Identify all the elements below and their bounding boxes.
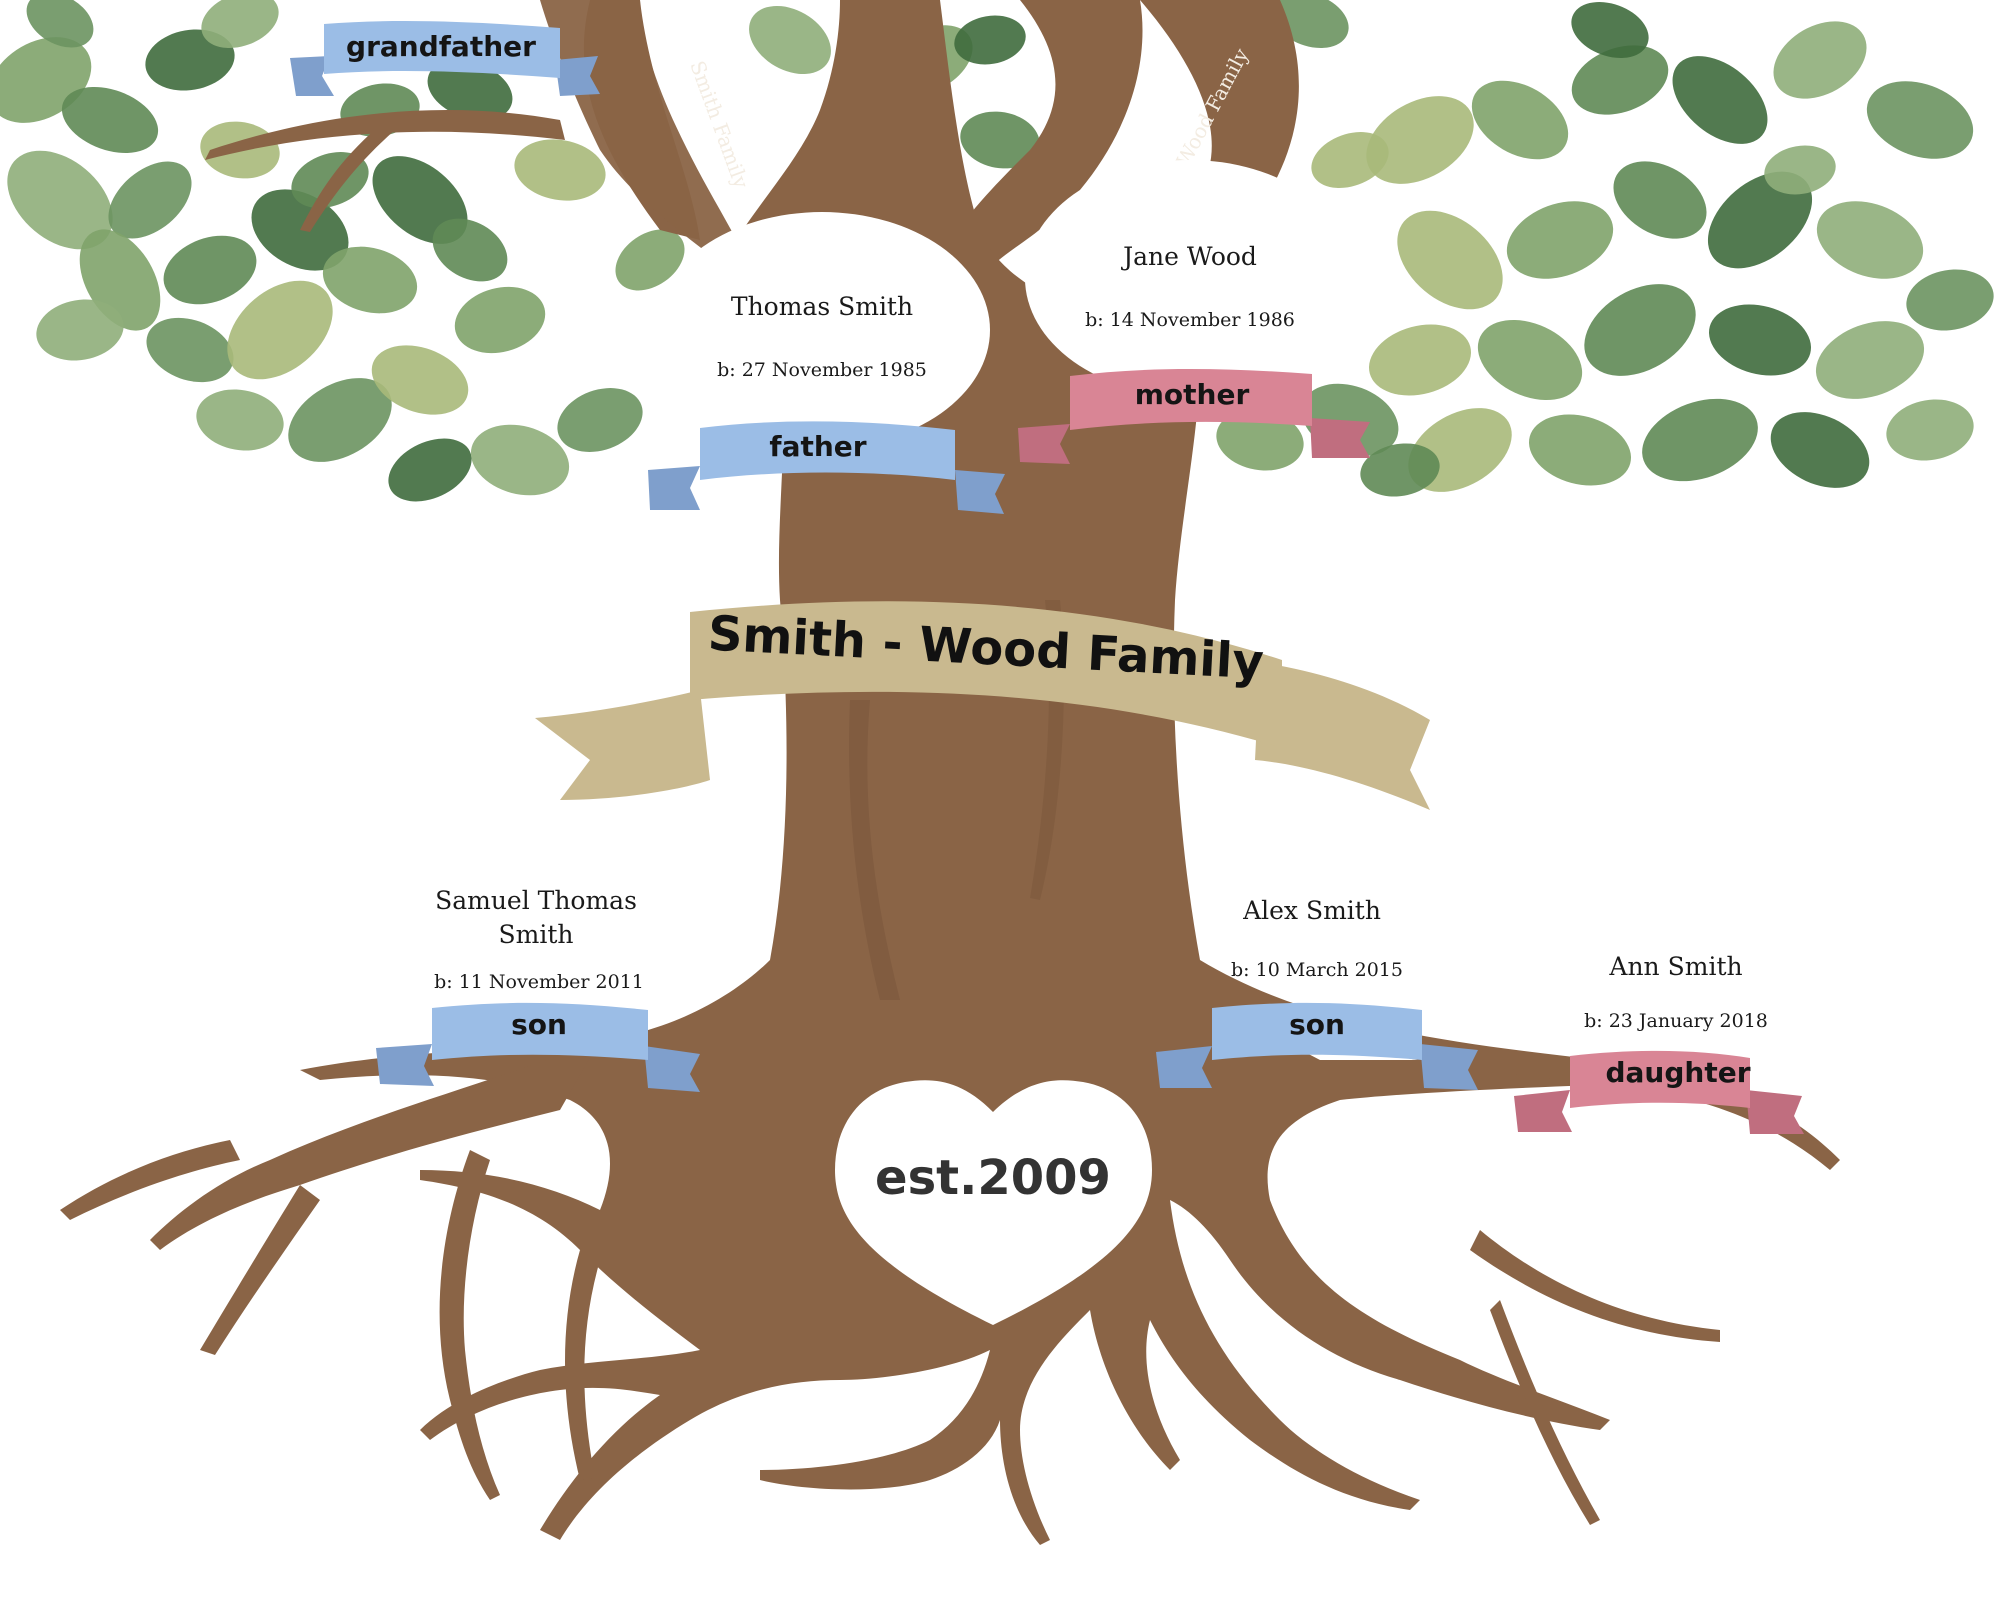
ribbon-father: father bbox=[648, 421, 1005, 514]
leaf bbox=[1866, 81, 1974, 159]
leaf bbox=[61, 87, 159, 153]
child-3-birth-date: b: 23 January 2018 bbox=[1584, 1010, 1768, 1032]
parent-card-mother: Jane Wood b: 14 November 1986 bbox=[1025, 160, 1355, 396]
child-card-samuel: Samuel Thomas Smith b: 11 November 2011 … bbox=[376, 886, 700, 1092]
leaf bbox=[1815, 321, 1925, 399]
leaf bbox=[454, 286, 546, 354]
leaf bbox=[557, 388, 643, 452]
father-birth-date: b: 27 November 1985 bbox=[717, 359, 927, 381]
parent-card-father: Thomas Smith b: 27 November 1985 bbox=[654, 212, 990, 448]
leaf bbox=[1816, 201, 1924, 279]
leaf bbox=[1360, 443, 1440, 497]
leaf bbox=[470, 424, 570, 496]
leaf bbox=[1506, 201, 1614, 279]
grandfather-label: grandfather bbox=[346, 30, 536, 63]
leaf bbox=[26, 0, 94, 48]
leaf bbox=[1571, 1, 1649, 59]
child-3-name: Ann Smith bbox=[1608, 952, 1742, 981]
leaf bbox=[514, 139, 606, 201]
leaf bbox=[196, 389, 284, 451]
leaf bbox=[960, 111, 1040, 169]
mother-birth-date: b: 14 November 1986 bbox=[1085, 309, 1295, 331]
ribbon-mother: mother bbox=[1018, 369, 1370, 464]
child-1-name-line-2: Smith bbox=[499, 920, 574, 949]
leaf bbox=[7, 150, 113, 250]
leaf bbox=[954, 15, 1026, 65]
child-1-birth-date: b: 11 November 2011 bbox=[434, 971, 644, 993]
leaf bbox=[1216, 409, 1304, 471]
leaf bbox=[1764, 145, 1836, 195]
leaf bbox=[1773, 21, 1867, 99]
leaf bbox=[163, 235, 257, 305]
mother-name: Jane Wood bbox=[1120, 242, 1257, 271]
leaf bbox=[1529, 414, 1631, 486]
leaf bbox=[145, 29, 235, 91]
child-1-role-label: son bbox=[511, 1008, 567, 1041]
leaf bbox=[1707, 171, 1813, 269]
leaf bbox=[1397, 210, 1503, 310]
leaf bbox=[288, 378, 392, 462]
child-2-birth-date: b: 10 March 2015 bbox=[1231, 959, 1403, 981]
leaf bbox=[372, 156, 468, 244]
child-card-alex: Alex Smith b: 10 March 2015 son bbox=[1156, 896, 1478, 1090]
leaf bbox=[615, 229, 685, 291]
leaf bbox=[371, 345, 469, 415]
mother-role-label: mother bbox=[1135, 378, 1250, 411]
leaf bbox=[1571, 45, 1669, 115]
leaf bbox=[108, 161, 192, 239]
leaf bbox=[146, 317, 234, 383]
child-2-role-label: son bbox=[1289, 1008, 1345, 1041]
leaf bbox=[427, 59, 513, 121]
leaf bbox=[1477, 319, 1583, 401]
leaf bbox=[1471, 80, 1569, 160]
leaf bbox=[1584, 284, 1696, 376]
leaf bbox=[1642, 398, 1758, 482]
leaf bbox=[1369, 324, 1471, 396]
leaf-canopy bbox=[0, 0, 1994, 502]
leaf bbox=[227, 280, 333, 380]
leaf bbox=[1709, 304, 1811, 376]
leaf bbox=[749, 5, 831, 75]
family-title-ribbon: Smith - Wood Family bbox=[535, 601, 1430, 810]
leaf bbox=[1770, 412, 1870, 488]
father-role-label: father bbox=[769, 430, 866, 463]
leaf bbox=[1613, 161, 1707, 239]
father-name: Thomas Smith bbox=[731, 292, 913, 321]
leaf bbox=[388, 438, 472, 502]
leaf bbox=[36, 299, 124, 361]
child-card-ann: Ann Smith b: 23 January 2018 daughter bbox=[1514, 952, 1804, 1134]
leaf bbox=[1311, 131, 1389, 189]
established-heart: est.2009 bbox=[835, 1080, 1152, 1325]
leaf bbox=[432, 218, 508, 282]
leaf bbox=[1886, 399, 1974, 461]
leaf bbox=[1672, 56, 1768, 144]
child-3-role-label: daughter bbox=[1605, 1056, 1750, 1089]
leaf bbox=[1906, 269, 1994, 331]
leaf bbox=[1366, 96, 1474, 184]
child-2-name: Alex Smith bbox=[1242, 896, 1381, 925]
leaf bbox=[201, 0, 279, 49]
leaf bbox=[322, 246, 418, 314]
established-year: est.2009 bbox=[875, 1150, 1111, 1206]
child-1-name-line-1: Samuel Thomas bbox=[435, 886, 637, 915]
ribbon-grandfather: grandfather bbox=[290, 21, 600, 96]
